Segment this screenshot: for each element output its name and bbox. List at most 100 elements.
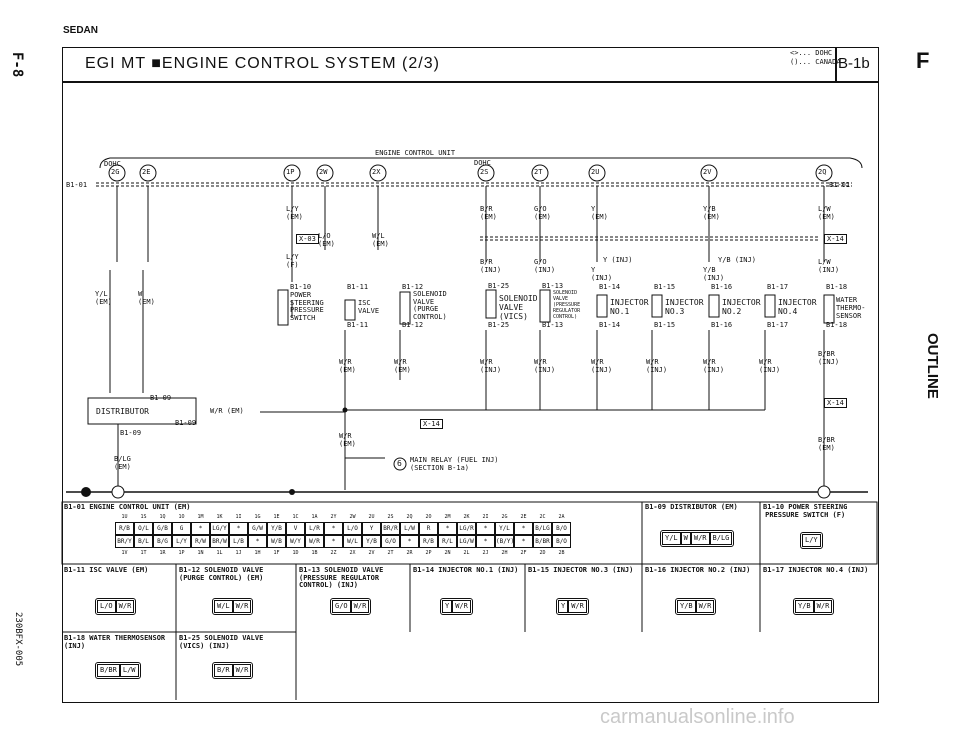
ecu-pin: * [514,535,533,548]
relay-number: 6 [397,459,402,468]
terminal-2w: 2W [319,168,328,176]
comp-b118-id: B1-18 [826,283,848,291]
connector-pin: B/R [214,664,233,677]
wire-yl: Y/L (EM) [95,290,112,306]
ecu-pin: BR/W [210,535,229,548]
comp-b114-id: B1-14 [599,283,621,291]
comp-b114-id2: B1-14 [599,321,621,329]
ecu-dohc-left: DOHC [104,160,121,168]
ecu-pin-label: 2E [520,514,527,520]
comp-b112-name: SOLENOID VALVE (PURGE CONTROL) [413,290,447,321]
connector-pin: Y [558,600,569,613]
ecu-pin-label: 2R [406,550,413,556]
ecu-pin-label: 1J [235,550,242,556]
comp-b112-id2: B1-12 [402,321,424,329]
ecu-pin-label: 1I [235,514,242,520]
ecu-pin: V [286,522,305,535]
ecu-pin: * [324,522,343,535]
comp-b115-name: INJECTOR NO.3 [665,298,704,316]
ecu-pin-label: 1N [197,550,204,556]
connector-pin: W/R [232,664,252,677]
ecu-pin: L/B [229,535,248,548]
wire-yb-em: Y/B (EM) [703,205,720,221]
wire-ly-em: L/Y (EM) [286,205,303,221]
comp-b116-id2: B1-16 [711,321,733,329]
comp-b110-id: B1-10 [290,283,312,291]
ecu-pin: L/W [400,522,419,535]
ecu-pin: R/W [191,535,210,548]
ecu-conn-right: B1-01 [829,181,851,189]
ecu-pin-label: 2A [558,514,565,520]
ecu-conn-left: B1-01 [66,181,88,189]
terminal-2u: 2U [591,168,600,176]
connector-pin: W/R [695,600,715,613]
ecu-pin-label: 2U [368,514,375,520]
ecu-pin: * [248,535,267,548]
connector-pin: W/R [350,600,370,613]
right-tab-letter: F [916,48,930,73]
comp-b113-id2: B1-13 [542,321,564,329]
ecu-pin: R/B [115,522,134,535]
ecu-pin-label: 2X [349,550,356,556]
ecu-pin: B/LG [533,522,552,535]
ecu-pin-label: 2D [539,550,546,556]
ecu-pin-label: 1Q [159,514,166,520]
connector-pin: L/W [119,664,139,677]
ecu-pin-label: 1E [273,514,280,520]
ecu-pin-label: 2G [501,514,508,520]
ecu-pin-label: 2H [501,550,508,556]
ecu-pin-label: 2S [387,514,394,520]
ecu-pin-label: 1F [273,550,280,556]
wire-wr-4: W/R (INJ) [534,358,556,374]
comp-b113-id: B1-13 [542,282,564,290]
wire-br-em: B/R (EM) [480,205,497,221]
terminal-2t: 2T [534,168,543,176]
comp-b118-name: WATER THERMO- SENSOR [836,296,866,320]
comp-b125-id2: B1-25 [488,321,510,329]
connector-pin: G/O [332,600,351,613]
comp-b118-id2: B1-18 [826,321,848,329]
comp-b109-id3: B1-09 [120,429,142,437]
ecu-pin: LG/R [457,522,476,535]
wire-bbr-em: B/BR (EM) [818,436,835,452]
wire-wl: W/L (EM) [372,232,389,248]
connector-pin: W/R [568,600,587,613]
connector-pin: W [680,532,691,545]
ecu-pin: L/O [343,522,362,535]
ecu-pin: (B/Y) [495,535,514,548]
wts-connector-title: B1-18 WATER THERMOSENSOR (INJ) [64,634,166,650]
terminal-2v: 2V [703,168,712,176]
ecu-pin-label: 1B [311,550,318,556]
ecu-label: ENGINE CONTROL UNIT [375,149,456,157]
connector-pin: W/R [115,600,135,613]
comp-b109-name: DISTRIBUTOR [96,407,149,416]
joint-x14-b: X-14 [824,398,847,408]
connector-pin: L/Y [802,534,821,547]
comp-b109-id: B1-09 [150,394,172,402]
ecu-pin: LG/Y [210,522,229,535]
legend-canada: ()... CANADA [790,58,841,66]
ecu-pin-label: 1U [121,514,128,520]
connector-pin: B/LG [709,532,733,545]
inj3-connector-title: B1-15 INJECTOR NO.3 (INJ) [528,566,634,574]
ecu-pin: G/W [248,522,267,535]
comp-b110-name: POWER STEERING PRESSURE SWITCH [290,291,324,322]
ecu-pin: * [514,522,533,535]
comp-b111-id: B1-11 [347,283,369,291]
wire-lo: L/O (EM) [318,232,335,248]
comp-b125-name: SOLENOID VALVE (VICS) [499,294,538,321]
ecu-pin: LG/W [457,535,476,548]
comp-b125-id: B1-25 [488,282,510,290]
ecu-pin: W/Y [286,535,305,548]
ecu-pin: G [172,522,191,535]
terminal-2s: 2S [480,168,489,176]
wire-yb-inj2: Y/B (INJ) [703,266,725,282]
connector-pin: Y/L [662,532,681,545]
connector-pin: Y/B [677,600,696,613]
dist-connector-title: B1-09 DISTRIBUTOR (EM) [645,503,738,511]
inj2-connector-title: B1-16 INJECTOR NO.2 (INJ) [645,566,751,574]
